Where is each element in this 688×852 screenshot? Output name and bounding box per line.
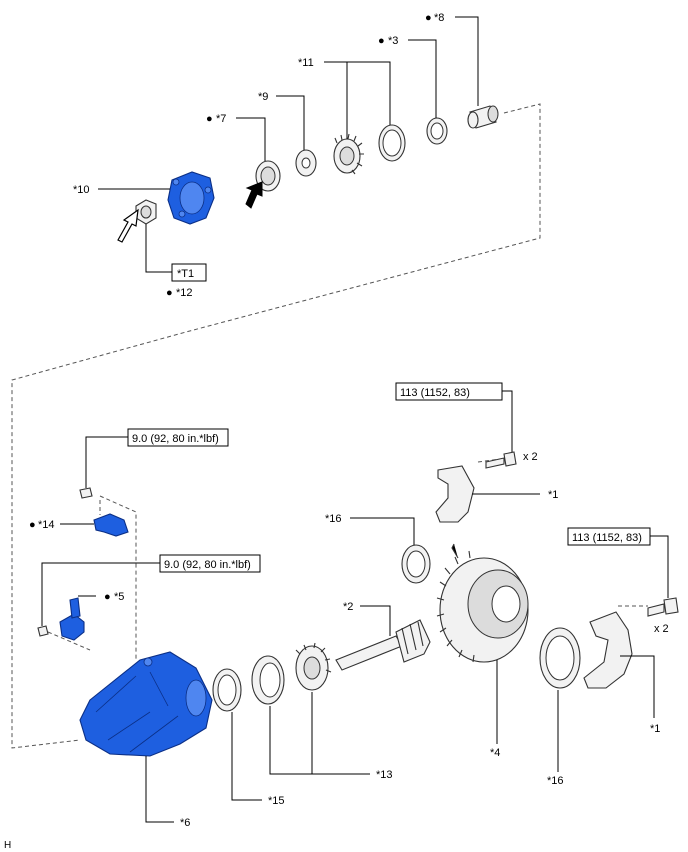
label-t1: *T1 [177, 268, 194, 280]
washer-part [295, 149, 317, 177]
label-15: *15 [268, 795, 285, 807]
white-arrow-icon [117, 208, 139, 243]
marker-14: ● [29, 519, 36, 531]
label-7: *7 [216, 113, 226, 125]
shim-upper-part [401, 544, 431, 584]
bearing-race-part [378, 124, 406, 162]
shim-lower-part [539, 627, 581, 689]
label-3: *3 [388, 35, 398, 47]
marker-8: ● [425, 12, 432, 24]
companion-flange-part [167, 171, 215, 225]
black-arrow-icon [245, 181, 263, 209]
label-1-upper: *1 [548, 489, 558, 501]
marker-3: ● [378, 35, 385, 47]
qty-bolt-right: x 2 [654, 623, 669, 635]
bearing-cap-right-part [583, 611, 633, 689]
label-13: *13 [376, 769, 393, 781]
speed-sensor-part [59, 597, 85, 641]
label-5: *5 [114, 591, 124, 603]
label-12: *12 [176, 287, 193, 299]
label-4: *4 [490, 747, 500, 759]
label-11: *11 [298, 57, 314, 69]
label-8: *8 [434, 12, 444, 24]
drive-pinion-part [335, 619, 431, 671]
torque-box-bolt-left [395, 382, 503, 401]
collapsible-spacer-part [467, 105, 499, 129]
marker-5: ● [104, 591, 111, 603]
callout-labels: ● *8 ● *3 *11 *9 ● *7 *10 *T1 ● *12 113 … [4, 12, 669, 851]
bearing-cone-part [333, 133, 364, 175]
label-2: *2 [343, 601, 353, 613]
label-14: *14 [38, 519, 55, 531]
differential-ring-gear-part [436, 543, 529, 663]
nut-part [135, 199, 157, 225]
pinion-bearing-part [295, 642, 332, 691]
label-16-lower: *16 [547, 775, 564, 787]
small-bolt-lower-part [37, 625, 49, 637]
bolt-left-part [485, 451, 517, 469]
qty-bolt-left: x 2 [523, 451, 538, 463]
front-oil-seal-part [212, 668, 242, 712]
torque-box-small-bolt-upper [127, 428, 229, 447]
pinion-bearing-race-part [251, 655, 285, 705]
t1-box [171, 263, 207, 282]
torque-bolt-left: 113 (1152, 83) [400, 387, 470, 399]
marker-7: ● [206, 113, 213, 125]
differential-carrier-part [79, 651, 213, 757]
footer-code: H [4, 840, 11, 851]
label-16-upper: *16 [325, 513, 342, 525]
bolt-right-part [647, 597, 679, 617]
bearing-cap-left-part [435, 465, 475, 523]
spacer-ring-part [426, 117, 448, 145]
torque-bolt-right: 113 (1152, 83) [572, 532, 642, 544]
leader-lines [41, 16, 669, 823]
torque-small-bolt-upper: 9.0 (92, 80 in.*lbf) [132, 433, 219, 445]
sensor-bracket-part [93, 513, 129, 537]
torque-small-bolt-lower: 9.0 (92, 80 in.*lbf) [164, 559, 251, 571]
small-bolt-upper-part [79, 487, 93, 499]
label-9: *9 [258, 91, 268, 103]
label-6: *6 [180, 817, 190, 829]
assembly-guide-lines [11, 103, 648, 749]
marker-12: ● [166, 287, 173, 299]
label-1-lower: *1 [650, 723, 660, 735]
torque-box-bolt-right [567, 527, 651, 546]
label-10: *10 [73, 184, 90, 196]
torque-box-small-bolt-lower [159, 554, 261, 573]
